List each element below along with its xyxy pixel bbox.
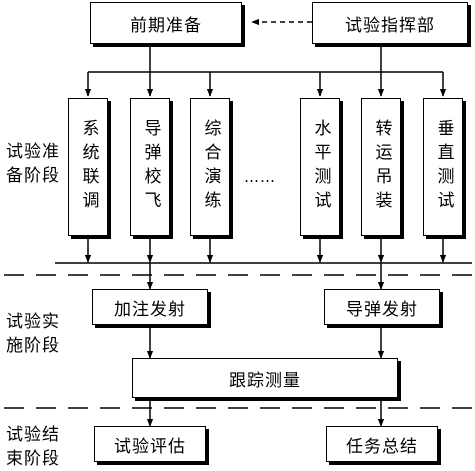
tracking-label: 跟踪测量 [229, 370, 301, 391]
evaluation-label: 试验评估 [114, 436, 186, 457]
phase-prep-label: 试验准 备阶段 [6, 142, 60, 186]
phase-conclusion-label: 试验结 束阶段 [6, 425, 60, 469]
evaluation-box: 试验评估 [94, 426, 206, 462]
tracking-box: 跟踪测量 [132, 358, 398, 398]
summary-label: 任务总结 [346, 436, 418, 457]
missile-launch-label: 导弹发射 [346, 299, 418, 320]
missile-launch-box: 导弹发射 [324, 289, 440, 325]
summary-box: 任务总结 [326, 426, 438, 462]
prep-box: 前期准备 [90, 2, 242, 44]
task-missile-calibration: 导弹校飞 [130, 98, 170, 236]
task-comprehensive-drill: 综合演练 [190, 98, 230, 236]
task-system-integration: 系统联调 [68, 98, 108, 236]
prep-label: 前期准备 [130, 15, 202, 36]
command-box: 试验指挥部 [312, 2, 468, 44]
phase-execution-label: 试验实 施阶段 [6, 312, 60, 356]
task-transfer-hoisting: 转运吊装 [361, 98, 401, 236]
command-label: 试验指挥部 [345, 15, 435, 36]
fueling-launch-box: 加注发射 [92, 289, 208, 325]
task-vertical-test: 垂直测试 [423, 98, 463, 236]
task-level-test: 水平测试 [300, 98, 340, 236]
ellipsis: …… [244, 168, 276, 186]
fueling-launch-label: 加注发射 [114, 299, 186, 320]
